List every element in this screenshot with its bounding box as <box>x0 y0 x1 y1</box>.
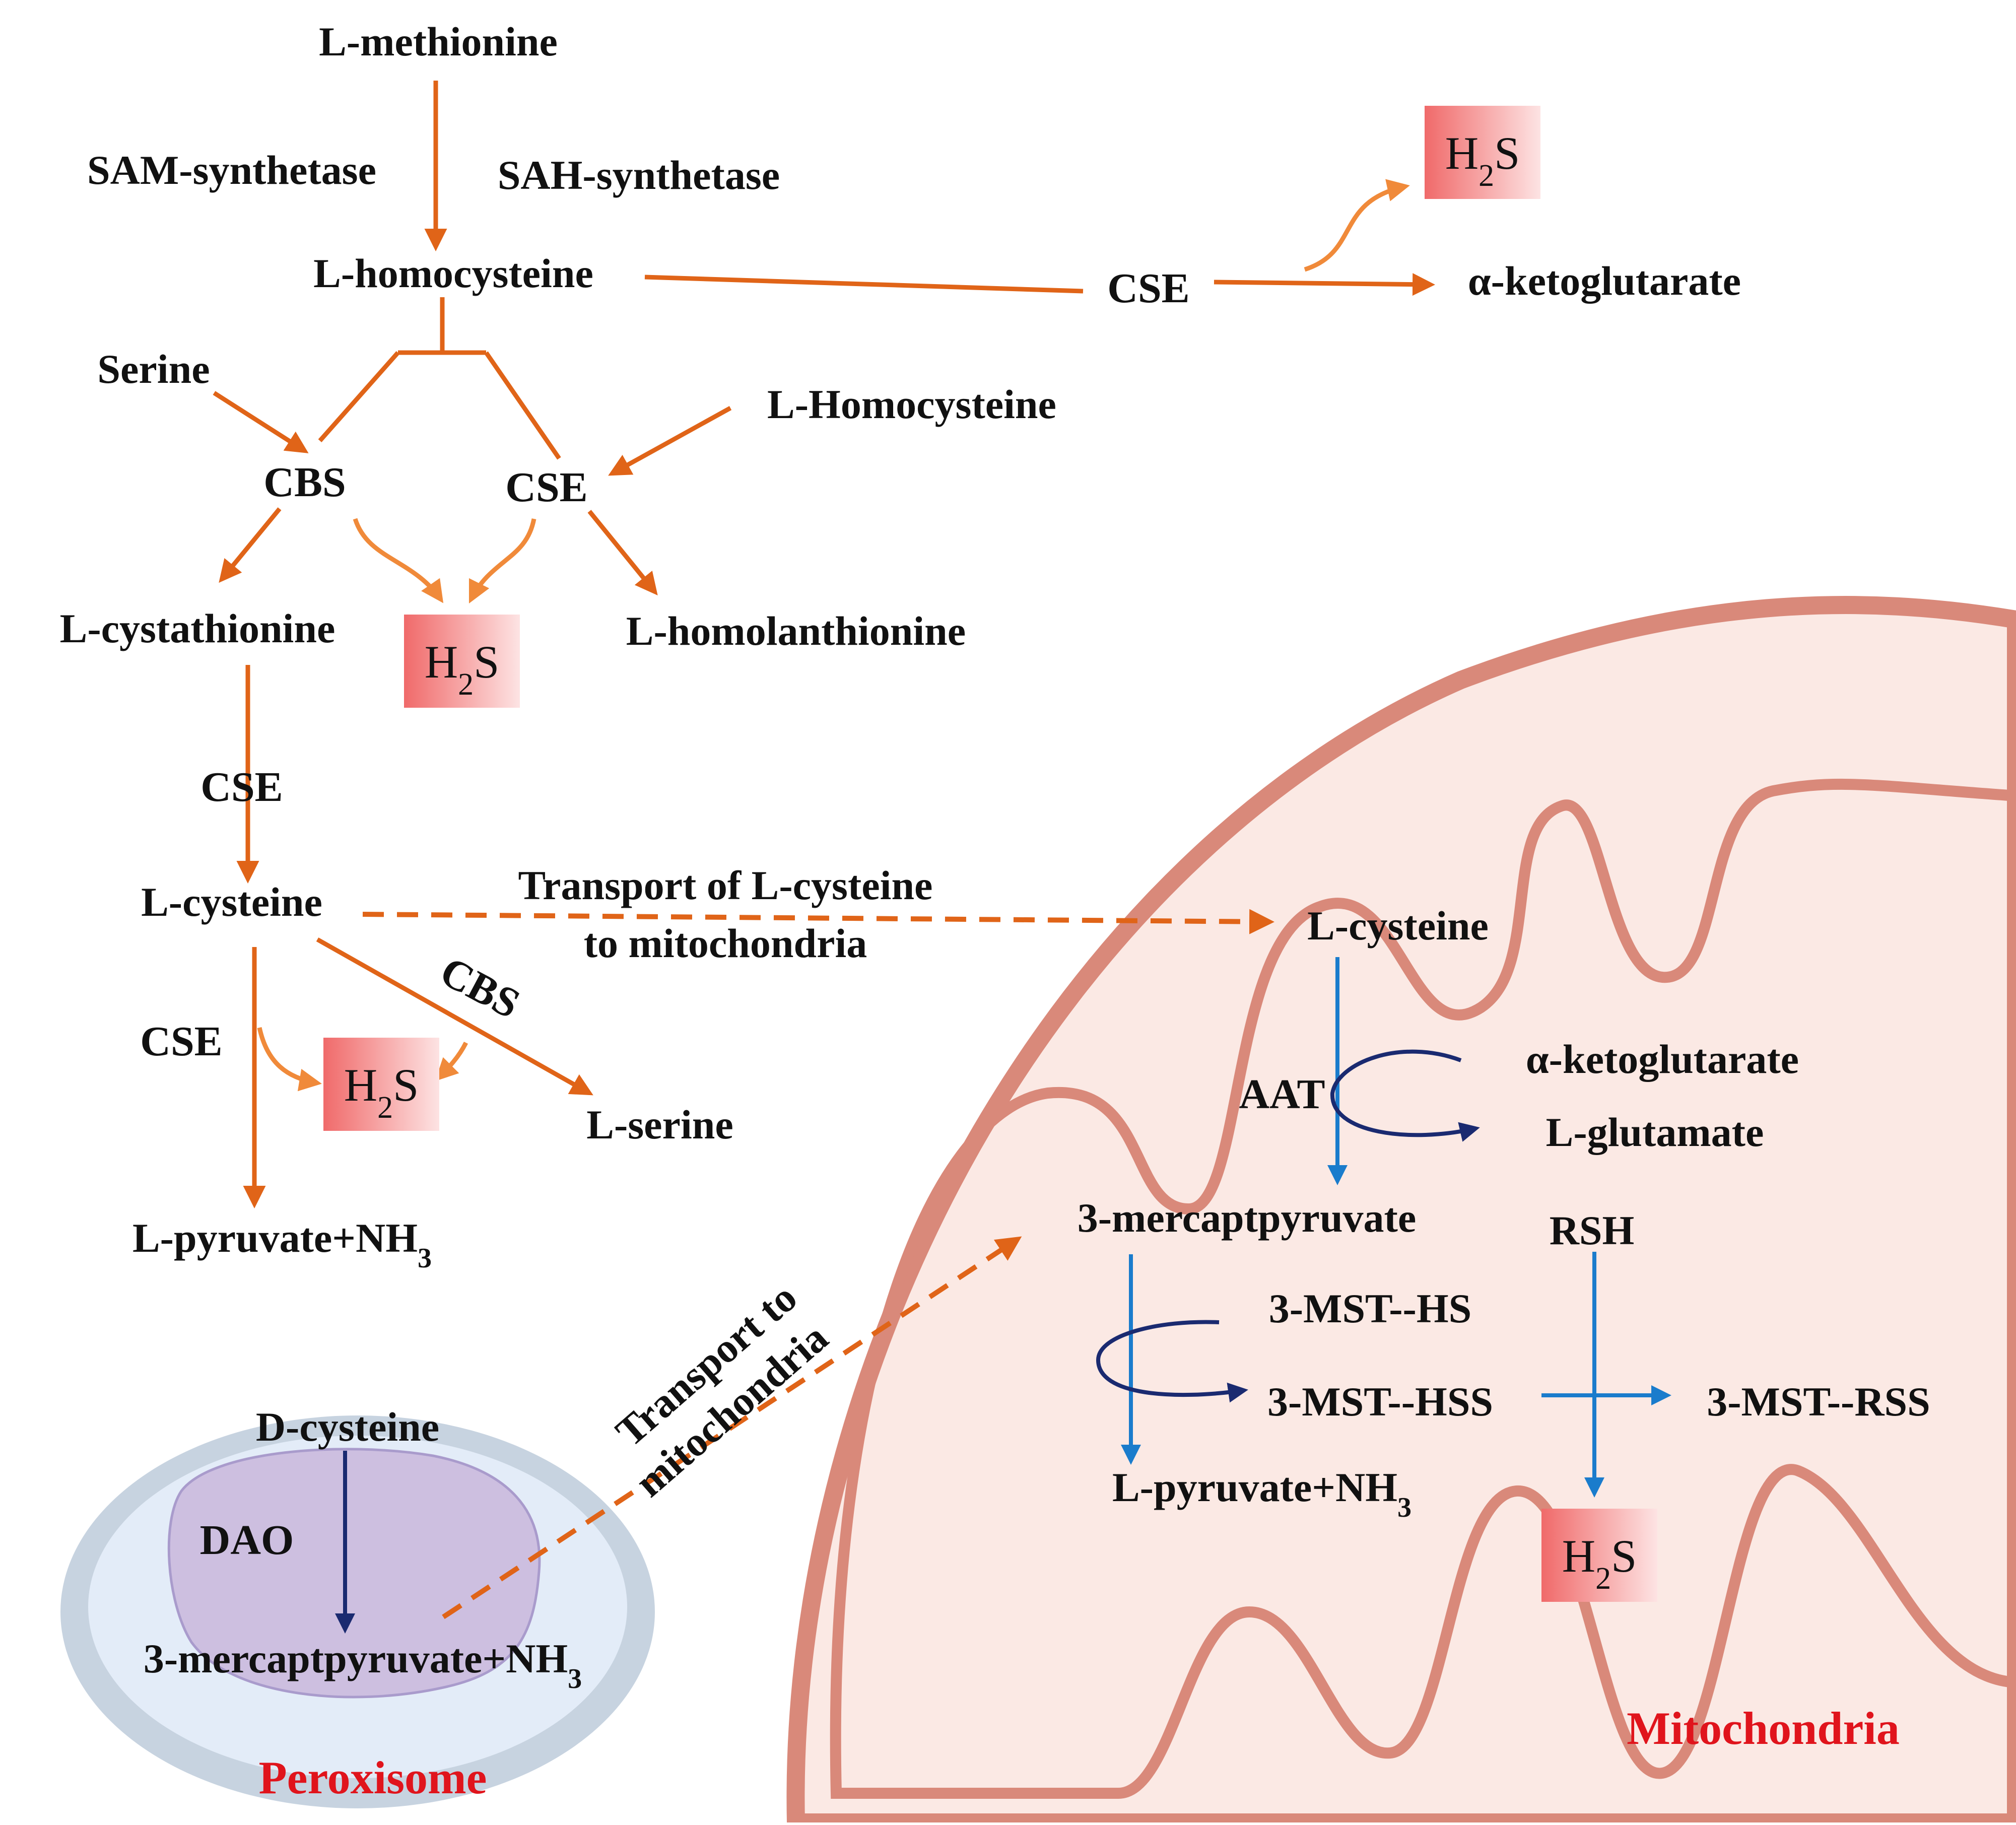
node-l-homocysteine-cap: L-Homocysteine <box>767 381 1056 427</box>
arrow-serine-to-cbs <box>213 391 309 453</box>
node-l-cystathionine: L-cystathionine <box>60 605 335 651</box>
arrow-l-homocysteine-to-cse <box>608 406 732 476</box>
h2s-box-top: H2S <box>1425 106 1540 199</box>
node-serine: Serine <box>97 346 210 392</box>
cycle-aat <box>1330 1049 1480 1142</box>
node-l-homolanthionine: L-homolanthionine <box>626 608 966 654</box>
node-alpha-ketoglutarate-top: α-ketoglutarate <box>1468 258 1741 304</box>
mitochondrial-pathway-arrows <box>335 957 1671 1634</box>
node-3-mst-hs: 3-MST--HS <box>1269 1286 1471 1331</box>
arrow-cse-to-h2s-top <box>1304 179 1410 272</box>
enzyme-sam-synthetase: SAM-synthetase <box>87 147 376 193</box>
arrow-cbs-to-h2s-lower <box>435 1041 468 1082</box>
node-mito-l-pyruvate-nh3: L-pyruvate+NH3 <box>1112 1464 1412 1523</box>
label-transport-cysteine-line1: Transport of L-cysteine <box>518 862 933 908</box>
h2s-label-top: H2S <box>1445 127 1520 193</box>
node-3-mst-rss: 3-MST--RSS <box>1707 1379 1930 1425</box>
enzyme-aat: AAT <box>1239 1071 1325 1118</box>
enzyme-cse-left: CSE <box>140 1018 222 1065</box>
node-l-serine: L-serine <box>586 1102 733 1147</box>
peroxisome-core <box>167 1448 541 1699</box>
arrow-cbs-to-cystathionine <box>219 507 282 583</box>
node-mito-l-cysteine: L-cysteine <box>1307 903 1489 949</box>
arrow-cse-to-homolanthionine <box>587 510 658 595</box>
line-homocysteine-to-cse <box>644 275 1084 294</box>
node-3-mst-hss: 3-MST--HSS <box>1267 1379 1493 1425</box>
arrow-cse-to-alpha-kg <box>1214 273 1435 296</box>
h2s-box-lower: H2S <box>323 1038 439 1131</box>
node-l-homocysteine: L-homocysteine <box>313 250 593 296</box>
label-transport-cysteine-line2: to mitochondria <box>584 920 867 966</box>
node-3-mercaptopyruvate: 3-mercaptpyruvate <box>1078 1195 1417 1241</box>
enzyme-cse-mid: CSE <box>505 464 587 511</box>
node-l-pyruvate-nh3: L-pyruvate+NH3 <box>132 1215 432 1274</box>
enzyme-cbs-diagonal: CBS <box>433 948 527 1028</box>
enzyme-cse-top: CSE <box>1107 265 1189 312</box>
enzyme-cse-lower: CSE <box>200 764 283 810</box>
arrow-transport-cysteine <box>362 909 1274 934</box>
node-l-cysteine: L-cysteine <box>141 879 322 925</box>
node-3-mercaptopyruvate-nh3: 3-mercaptpyruvate+NH3 <box>144 1636 582 1695</box>
arrow-cse-to-h2s <box>468 518 536 604</box>
enzyme-cbs: CBS <box>263 459 346 506</box>
h2s-label-mitochondria: H2S <box>1562 1530 1637 1596</box>
node-labels: L-methionine SAM-synthetase SAH-syntheta… <box>60 19 1930 1695</box>
mitochondria-label: Mitochondria <box>1627 1703 1900 1754</box>
enzyme-dao: DAO <box>200 1517 294 1564</box>
mitochondrion: Mitochondria <box>786 596 2016 1825</box>
h2s-box-mitochondria: H2S <box>1541 1509 1657 1602</box>
peroxisome: Peroxisome <box>60 1415 655 1808</box>
arrow-cbs-to-h2s <box>353 518 444 603</box>
peroxisome-label: Peroxisome <box>258 1752 487 1803</box>
node-rsh: RSH <box>1550 1207 1635 1253</box>
cycle-mst <box>1096 1320 1248 1403</box>
node-l-glutamate: L-glutamate <box>1546 1109 1764 1155</box>
arrow-cse-to-h2s-lower <box>257 1027 322 1092</box>
h2s-box-middle: H2S <box>404 615 520 708</box>
h2s-label-lower: H2S <box>344 1059 419 1125</box>
branch-homocysteine-to-cbs-cse <box>318 297 561 460</box>
mitochondrion-inner-membrane <box>830 778 2016 1799</box>
node-d-cysteine: D-cysteine <box>256 1404 439 1450</box>
node-alpha-ketoglutarate-mito: α-ketoglutarate <box>1526 1036 1799 1082</box>
arrow-transport-mercaptopyruvate <box>442 1236 1022 1619</box>
enzyme-sah-synthetase: SAH-synthetase <box>498 152 780 198</box>
h2s-label-middle: H2S <box>425 636 500 702</box>
arrow-cysteine-to-l-serine <box>316 937 593 1096</box>
node-l-methionine: L-methionine <box>319 19 558 64</box>
cytosolic-pathway-arrows <box>213 81 1435 1619</box>
